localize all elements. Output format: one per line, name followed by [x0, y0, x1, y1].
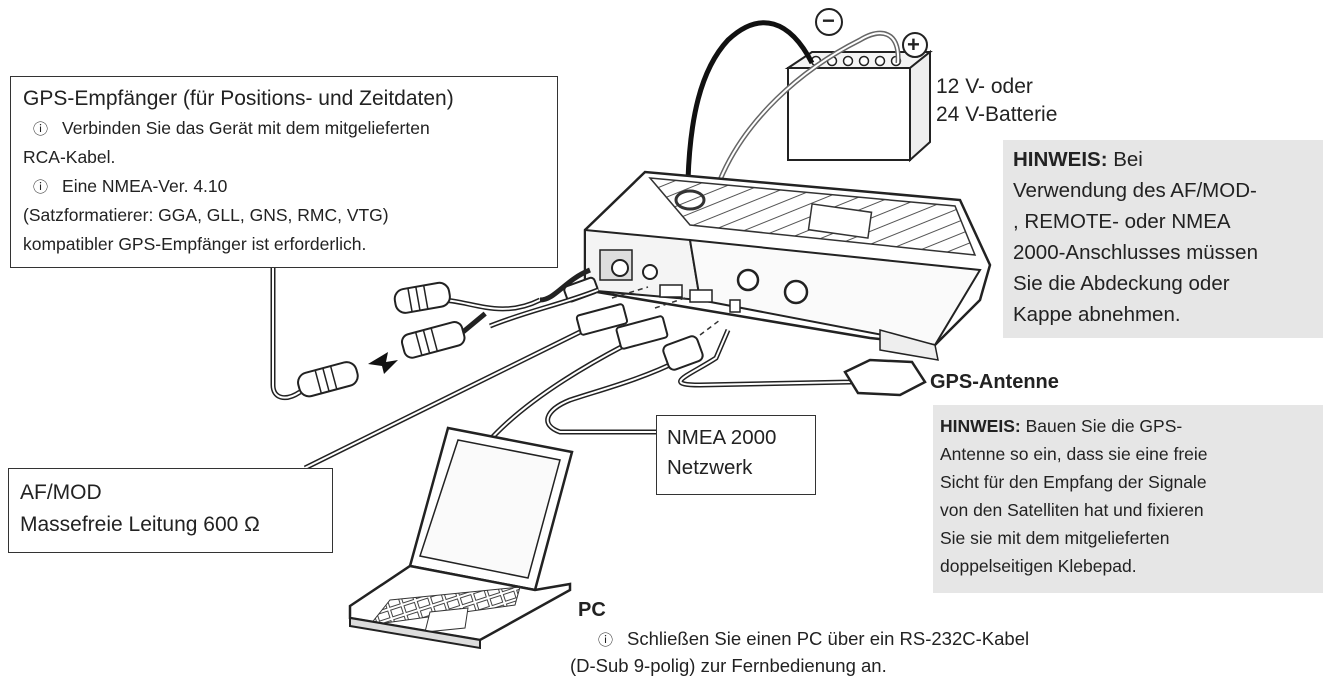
nmea-connector-icon [662, 335, 704, 371]
antenna-note: HINWEIS: Bauen Sie die GPS- Antenne so e… [933, 405, 1323, 593]
battery-label-2: 24 V-Batterie [936, 103, 1058, 126]
nmea-box-line-2: Netzwerk [667, 456, 753, 479]
antenna-note-line-1: HINWEIS: Bauen Sie die GPS- [940, 416, 1183, 436]
connector-note-line-6: Kappe abnehmen. [1013, 303, 1181, 326]
info-icon: ⓘ [33, 121, 49, 138]
gps-antenna-cable [678, 329, 873, 388]
battery-label-1: 12 V- oder [936, 75, 1033, 98]
rca-cable-icon [297, 267, 599, 398]
gps-receiver-line-5: kompatibler GPS-Empfänger ist erforderli… [23, 234, 367, 254]
info-icon: ⓘ [598, 632, 614, 649]
gps-antenna-icon [843, 358, 927, 397]
connector-note-line-4: 2000-Anschlusses müssen [1013, 241, 1258, 264]
antenna-note-line-3: Sicht für den Empfang der Signale [940, 472, 1207, 492]
nmea-box-line-1: NMEA 2000 [667, 426, 777, 449]
plus-symbol: + [907, 32, 920, 57]
afmod-cable [303, 329, 582, 471]
antenna-note-line-4: von den Satelliten hat und fixieren [940, 500, 1204, 520]
connector-note-line-2: Verwendung des AF/MOD- [1013, 179, 1257, 202]
info-icon: ⓘ [33, 179, 49, 196]
pc-note-line-2: (D-Sub 9-polig) zur Fernbedienung an. [570, 655, 887, 676]
minus-symbol: − [822, 8, 835, 33]
afmod-box-line-2: Massefreie Leitung 600 Ω [20, 513, 260, 536]
laptop-icon [348, 426, 574, 650]
dsub-connector-icon [615, 315, 669, 350]
note-label: HINWEIS: [940, 416, 1021, 436]
note-label: HINWEIS: [1013, 148, 1108, 171]
connector-note-line-5: Sie die Abdeckung oder [1013, 272, 1230, 295]
pc-label: PC [578, 599, 606, 621]
gps-receiver-box: GPS-Empfänger (für Positions- und Zeitda… [10, 76, 558, 268]
connector-note-line-3: , REMOTE- oder NMEA [1013, 210, 1231, 233]
connector-note: HINWEIS: Bei Verwendung des AF/MOD- , RE… [1003, 140, 1323, 338]
antenna-note-line-6: doppelseitigen Klebepad. [940, 556, 1137, 576]
gps-receiver-line-2: RCA-Kabel. [23, 147, 116, 167]
transceiver-unit-icon [583, 170, 992, 361]
connection-guides [611, 286, 721, 336]
nmea-cable [545, 357, 682, 435]
afmod-box-line-1: AF/MOD [20, 481, 102, 504]
plus-terminal-icon [902, 32, 928, 58]
gps-receiver-leader [270, 268, 302, 401]
afmod-connector-icon [575, 303, 629, 336]
minus-terminal-icon [815, 8, 843, 36]
antenna-note-line-5: Sie sie mit dem mitgelieferten [940, 528, 1170, 548]
nmea-box: NMEA 2000 Netzwerk [656, 415, 816, 495]
connector-note-line-1: HINWEIS: Bei [1013, 148, 1143, 171]
afmod-box: AF/MOD Massefreie Leitung 600 Ω [8, 468, 333, 553]
gps-receiver-title: GPS-Empfänger (für Positions- und Zeitda… [23, 87, 454, 110]
gps-antenna-label: GPS-Antenne [930, 371, 1059, 393]
gps-receiver-line-4: (Satzformatierer: GGA, GLL, GNS, RMC, VT… [23, 205, 389, 225]
antenna-note-line-2: Antenne so ein, dass sie eine freie [940, 444, 1208, 464]
